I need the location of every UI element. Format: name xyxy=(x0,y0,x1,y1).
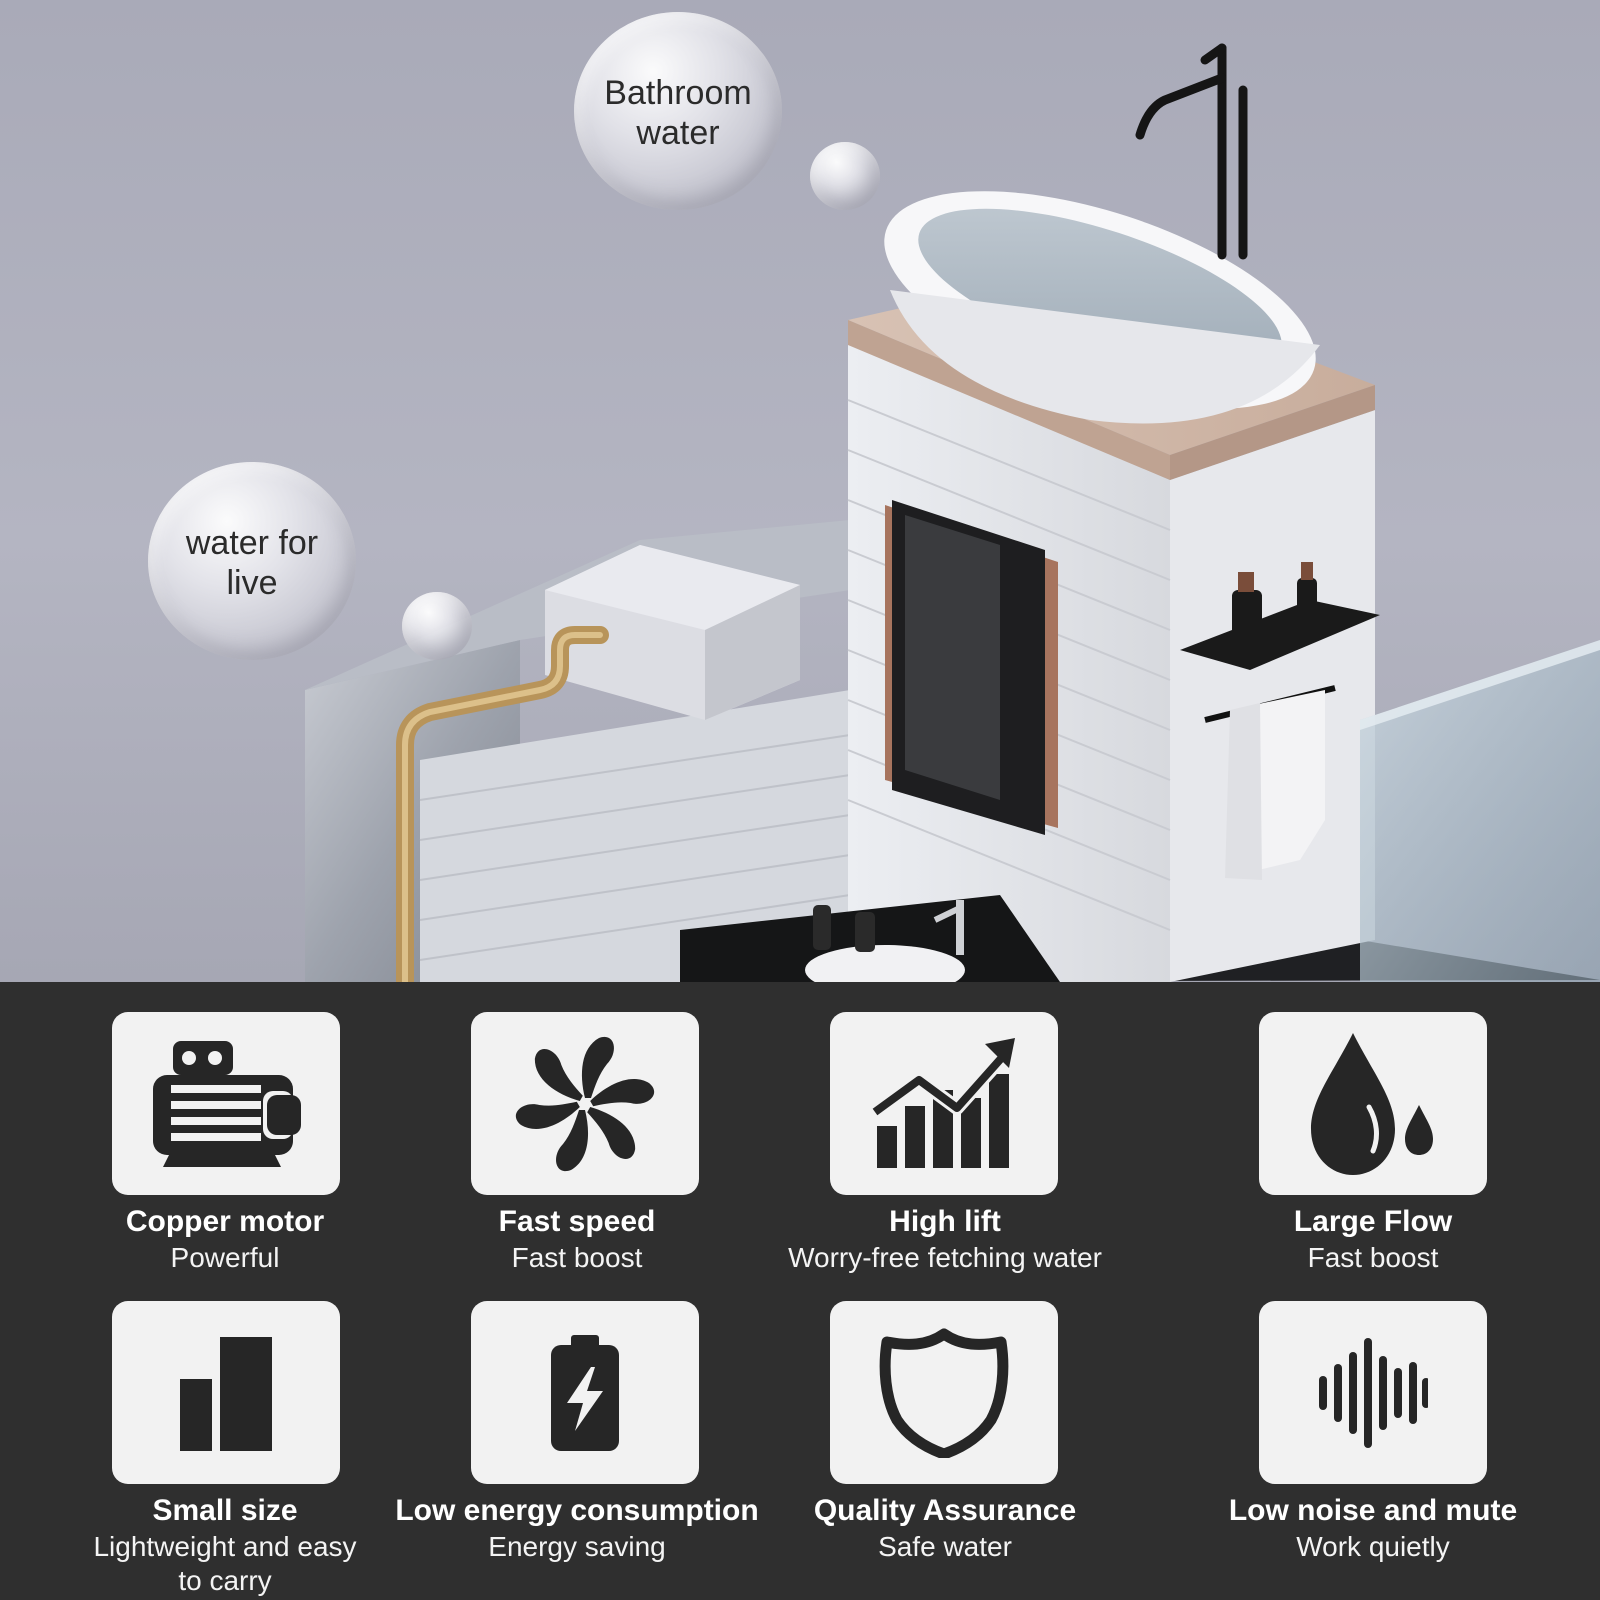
fan-icon xyxy=(471,1012,699,1195)
bathroom-illustration xyxy=(305,43,1600,982)
battery-icon xyxy=(471,1301,699,1484)
feature-grid: Copper motor Powerful Fast speed Fast bo… xyxy=(0,982,1600,1600)
bubble-label: water for live xyxy=(185,524,319,602)
sound-wave-icon xyxy=(1259,1301,1487,1484)
feature-title: Copper motor xyxy=(125,1205,325,1238)
bathroom-scene-image: Bathroom water water for live xyxy=(0,0,1600,982)
bubble-water-for-live: water for live xyxy=(148,462,356,660)
feature-subtitle: Work quietly xyxy=(1296,1531,1450,1562)
water-drops-icon xyxy=(1259,1012,1487,1195)
bubble-bathroom-water: Bathroom water xyxy=(574,12,782,210)
feature-subtitle: Worry-free fetching water xyxy=(788,1242,1102,1273)
feature-subtitle: Powerful xyxy=(170,1242,280,1273)
feature-title: High lift xyxy=(889,1205,1001,1238)
size-bars-icon xyxy=(112,1301,340,1484)
feature-title: Low noise and mute xyxy=(1228,1494,1518,1527)
growth-chart-icon xyxy=(830,1012,1058,1195)
feature-title: Fast speed xyxy=(498,1205,656,1238)
feature-subtitle: Fast boost xyxy=(511,1242,643,1273)
feature-title: Quality Assurance xyxy=(813,1494,1077,1527)
shield-icon xyxy=(830,1301,1058,1484)
motor-icon xyxy=(112,1012,340,1195)
feature-subtitle: Energy saving xyxy=(488,1531,666,1562)
feature-title: Large Flow xyxy=(1293,1205,1453,1238)
bubble-label: Bathroom water xyxy=(604,74,752,152)
bubble-small-decorative xyxy=(810,142,880,210)
feature-subtitle: Fast boost xyxy=(1307,1242,1439,1273)
feature-subtitle: Lightweight and easy to carry xyxy=(93,1531,357,1596)
feature-subtitle: Safe water xyxy=(878,1531,1012,1562)
feature-title: Low energy consumption xyxy=(395,1494,759,1527)
feature-title: Small size xyxy=(152,1494,298,1527)
bubble-small-decorative xyxy=(402,592,472,660)
